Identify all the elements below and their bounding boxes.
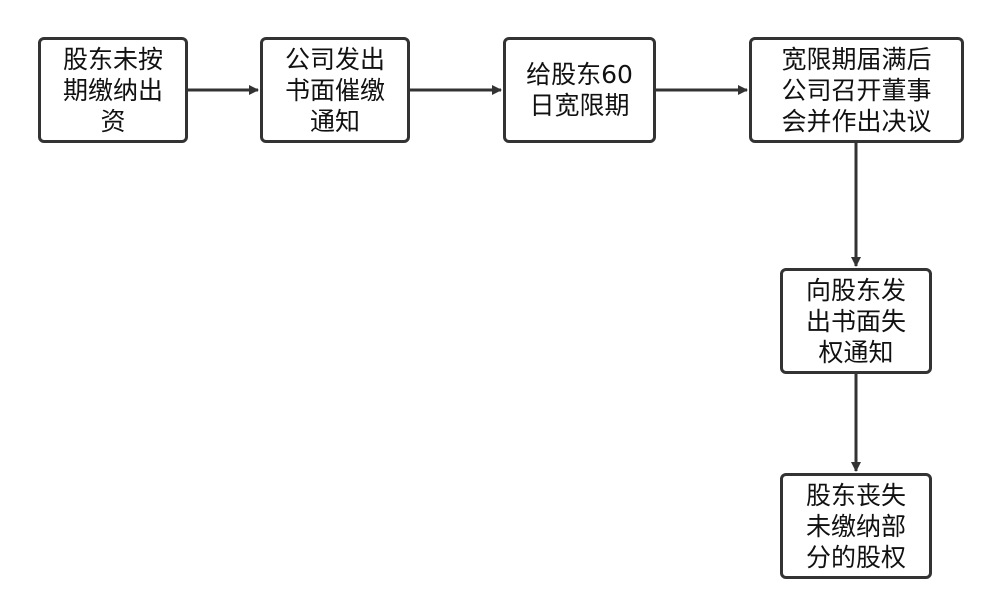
step-lose-equity: 股东丧失未缴纳部分的股权	[780, 473, 932, 579]
step-unpaid-capital-label: 股东未按期缴纳出资	[62, 44, 163, 136]
step-board-resolution: 宽限期届满后公司召开董事会并作出决议	[749, 37, 964, 143]
step-forfeiture-notice-label: 向股东发出书面失权通知	[805, 275, 906, 367]
step-lose-equity-label: 股东丧失未缴纳部分的股权	[805, 480, 906, 572]
step-unpaid-capital: 股东未按期缴纳出资	[38, 37, 188, 143]
step-grace-period-label: 给股东60日宽限期	[526, 60, 633, 120]
step-grace-period: 给股东60日宽限期	[503, 37, 656, 143]
step-written-reminder-label: 公司发出书面催缴通知	[284, 44, 385, 136]
step-forfeiture-notice: 向股东发出书面失权通知	[780, 268, 932, 374]
step-board-resolution-label: 宽限期届满后公司召开董事会并作出决议	[781, 44, 932, 136]
step-written-reminder: 公司发出书面催缴通知	[260, 37, 410, 143]
